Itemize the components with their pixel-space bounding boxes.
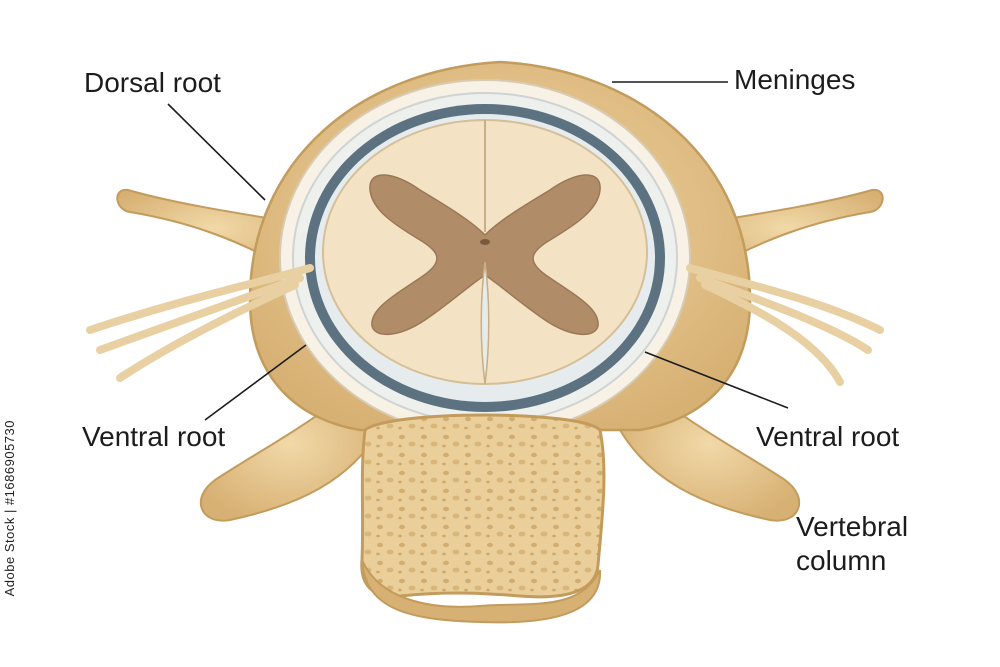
right-nerve-roots	[686, 264, 884, 386]
label-ventral-root-right: Ventral root	[756, 421, 900, 452]
label-vertebral-column-line1: Vertebral	[796, 511, 909, 542]
leader-line-ventral-root-left	[204, 344, 307, 421]
label-vertebral-column: Vertebral column	[796, 510, 946, 578]
label-ventral-root-left: Ventral root	[82, 421, 226, 452]
leader-line-ventral-root-right	[644, 351, 789, 409]
left-nerve-roots	[86, 264, 314, 382]
vertebral-body	[360, 413, 606, 599]
leader-line-dorsal-root	[167, 103, 266, 201]
stock-id-watermark: Adobe Stock | #1686905730	[2, 420, 17, 597]
label-meninges: Meninges	[734, 64, 856, 95]
anterior-median-fissure	[480, 261, 490, 385]
vertebral-body-lower-rim	[361, 559, 602, 624]
label-dorsal-root: Dorsal root	[84, 67, 221, 98]
central-canal	[480, 239, 490, 245]
leader-lines	[167, 81, 789, 421]
label-vertebral-column-line2: column	[796, 545, 887, 576]
